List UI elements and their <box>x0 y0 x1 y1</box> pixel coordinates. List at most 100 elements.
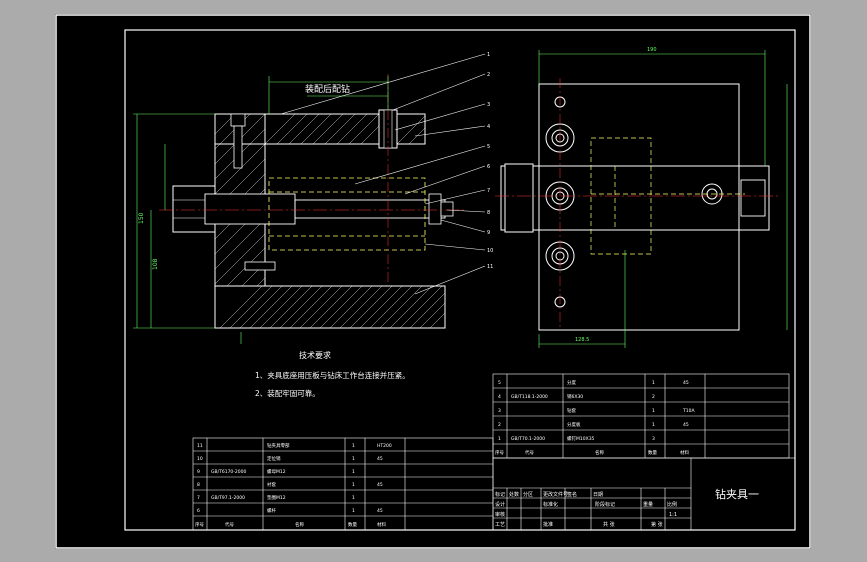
title-block-text: 标记 处数 分区 更改文件号 签名 日期 设计 标准化 审核 工艺 批准 阶段标… <box>495 491 677 528</box>
svg-text:标记: 标记 <box>495 491 505 498</box>
svg-text:螺杆: 螺杆 <box>267 507 276 514</box>
svg-text:108: 108 <box>152 258 159 270</box>
svg-text:序号: 序号 <box>495 449 504 456</box>
svg-text:GB/T6170-2000: GB/T6170-2000 <box>211 469 247 475</box>
svg-text:销6X30: 销6X30 <box>567 393 583 400</box>
side-dimensions <box>538 50 788 348</box>
svg-text:数量: 数量 <box>348 521 357 528</box>
leader-lines <box>280 53 486 295</box>
svg-text:标准化: 标准化 <box>543 501 558 508</box>
svg-text:HT200: HT200 <box>377 443 392 449</box>
svg-text:GB/T118.1-2000: GB/T118.1-2000 <box>511 394 548 400</box>
svg-text:1: 1 <box>352 469 355 475</box>
svg-text:名称: 名称 <box>595 449 604 456</box>
svg-text:1: 1 <box>352 495 355 501</box>
svg-text:1: 1 <box>498 436 501 442</box>
svg-text:分度: 分度 <box>567 379 576 386</box>
svg-text:1: 1 <box>652 408 655 414</box>
svg-text:设计: 设计 <box>495 501 505 508</box>
svg-text:2: 2 <box>652 394 655 400</box>
drawing-canvas: 150 108 1 2 3 4 5 6 7 8 9 10 11 装配后配钻 <box>55 14 811 549</box>
svg-text:代号: 代号 <box>225 521 234 528</box>
svg-text:150: 150 <box>138 212 145 224</box>
svg-text:10: 10 <box>197 456 203 462</box>
svg-text:8: 8 <box>197 482 200 488</box>
svg-text:定位销: 定位销 <box>267 455 281 462</box>
svg-text:处数: 处数 <box>509 491 519 498</box>
svg-text:9: 9 <box>197 469 200 475</box>
svg-text:7: 7 <box>487 188 490 194</box>
svg-text:1: 1 <box>352 443 355 449</box>
svg-text:4: 4 <box>487 124 490 130</box>
svg-text:第 张: 第 张 <box>651 521 663 528</box>
svg-text:11: 11 <box>487 264 493 270</box>
bom-upper <box>492 373 790 459</box>
svg-text:GB/T70.1-2000: GB/T70.1-2000 <box>511 436 545 442</box>
bom-lower <box>192 437 494 531</box>
svg-text:钻夹具零部: 钻夹具零部 <box>267 442 290 449</box>
svg-text:垫圈M12: 垫圈M12 <box>267 494 286 501</box>
svg-text:代号: 代号 <box>525 449 534 456</box>
svg-text:重量: 重量 <box>643 501 653 508</box>
drawing-title: 钻夹具一 <box>715 487 759 501</box>
svg-text:11: 11 <box>197 443 203 449</box>
svg-text:材料: 材料 <box>680 449 689 456</box>
assembly-label: 装配后配钻 <box>305 83 350 95</box>
workpiece-outline <box>268 177 426 251</box>
svg-text:4: 4 <box>498 394 501 400</box>
svg-text:T10A: T10A <box>682 408 695 414</box>
svg-text:分度板: 分度板 <box>567 421 581 428</box>
technical-requirements: 技术要求 1、夹具底座用压板与钻床工作台连接并压紧。 2、装配牢固可靠。 <box>255 350 410 398</box>
title-block <box>492 457 796 531</box>
svg-text:更改文件号: 更改文件号 <box>543 491 568 498</box>
svg-text:衬套: 衬套 <box>267 481 276 488</box>
svg-text:1:1: 1:1 <box>669 512 677 518</box>
svg-text:材料: 材料 <box>377 521 386 528</box>
svg-text:序号: 序号 <box>195 521 204 528</box>
svg-text:批准: 批准 <box>543 521 553 528</box>
svg-text:1: 1 <box>487 52 490 58</box>
svg-text:2: 2 <box>498 422 501 428</box>
bolt-holes <box>545 96 723 308</box>
tech-item-1: 1、夹具底座用压板与钻床工作台连接并压紧。 <box>255 370 410 380</box>
svg-text:GB/T97.1-2000: GB/T97.1-2000 <box>211 495 245 501</box>
svg-text:名称: 名称 <box>295 521 304 528</box>
svg-text:6: 6 <box>197 508 200 514</box>
front-dimensions <box>133 76 389 344</box>
svg-text:3: 3 <box>487 102 490 108</box>
svg-text:6: 6 <box>487 164 490 170</box>
svg-text:128.5: 128.5 <box>575 337 589 343</box>
svg-text:45: 45 <box>377 482 383 488</box>
svg-text:8: 8 <box>487 210 490 216</box>
outer-border <box>55 14 811 549</box>
bom-lower-text: 11 钻夹具零部 1 HT200 10 定位销 1 45 9 GB/T6170-… <box>195 442 392 528</box>
inner-border <box>124 29 796 531</box>
svg-text:45: 45 <box>683 422 689 428</box>
svg-text:1: 1 <box>352 482 355 488</box>
svg-text:9: 9 <box>487 230 490 236</box>
base-hatch <box>219 285 446 329</box>
front-section-view: 150 108 <box>133 74 465 344</box>
svg-text:5: 5 <box>498 380 501 386</box>
svg-text:数量: 数量 <box>648 449 657 456</box>
svg-text:阶段标记: 阶段标记 <box>595 501 615 508</box>
svg-text:签名: 签名 <box>567 491 577 498</box>
svg-text:螺母M12: 螺母M12 <box>267 468 286 475</box>
bom-upper-text: 5 分度 1 45 4 GB/T118.1-2000 销6X30 2 3 钻套 … <box>495 379 695 456</box>
tech-item-2: 2、装配牢固可靠。 <box>255 388 320 398</box>
svg-text:工艺: 工艺 <box>495 522 505 528</box>
side-workpiece <box>590 137 745 255</box>
cad-viewport[interactable]: 150 108 1 2 3 4 5 6 7 8 9 10 11 装配后配钻 <box>55 14 811 549</box>
svg-text:45: 45 <box>377 456 383 462</box>
svg-text:3: 3 <box>652 436 655 442</box>
svg-text:共 张: 共 张 <box>603 521 615 528</box>
svg-text:钻套: 钻套 <box>567 407 576 414</box>
svg-text:2: 2 <box>487 72 490 78</box>
svg-text:分区: 分区 <box>523 491 533 498</box>
balloon-labels: 1 2 3 4 5 6 7 8 9 10 11 <box>487 52 493 270</box>
svg-text:日期: 日期 <box>593 492 603 498</box>
svg-text:1: 1 <box>652 380 655 386</box>
svg-text:螺钉M10X35: 螺钉M10X35 <box>567 435 595 442</box>
plate-hatch <box>264 113 426 145</box>
svg-text:3: 3 <box>498 408 501 414</box>
